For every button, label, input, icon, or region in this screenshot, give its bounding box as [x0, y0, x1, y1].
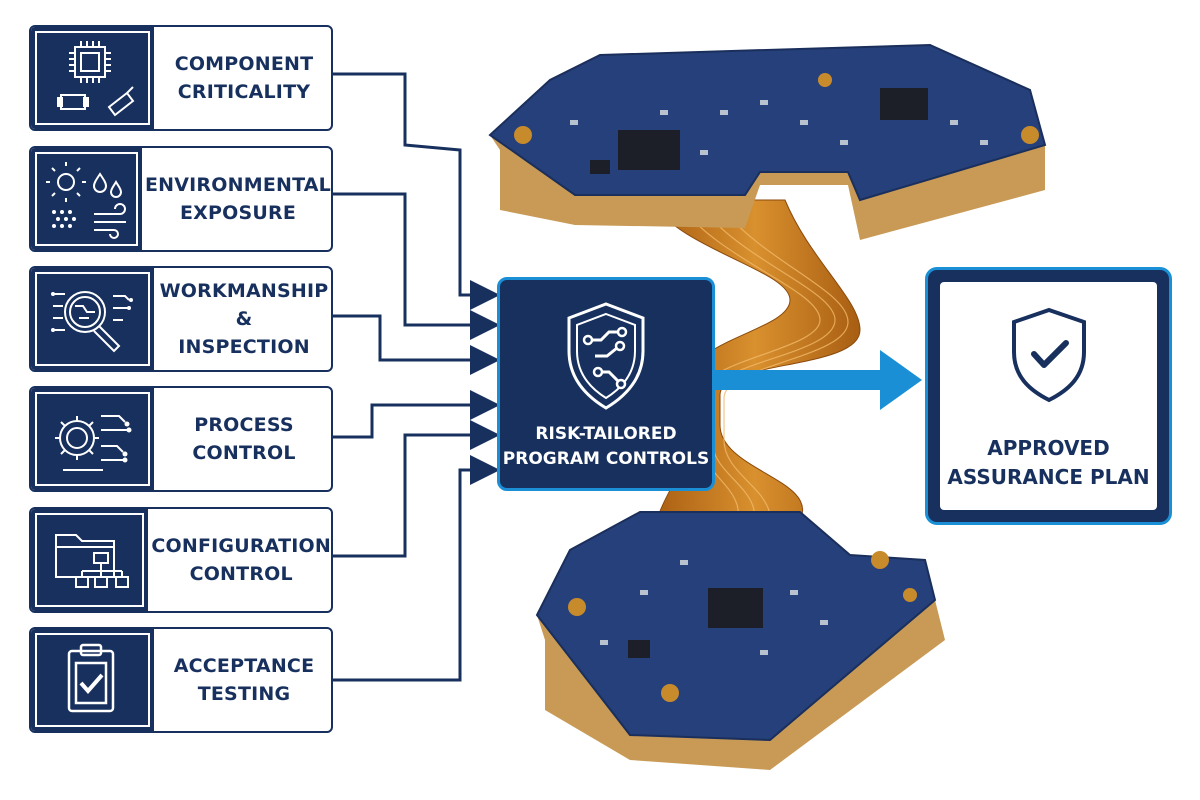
chip — [590, 160, 610, 174]
factor-label: ACCEPTANCE TESTING — [157, 629, 331, 731]
chip — [880, 88, 928, 120]
factor-box-process-control: PROCESS CONTROL — [29, 386, 333, 492]
result-box-approved-plan: APPROVED ASSURANCE PLAN — [925, 267, 1172, 525]
circuit-shield-icon — [567, 302, 645, 410]
magnifier-icon — [31, 268, 157, 370]
factor-box-workmanship-inspection: WORKMANSHIP & INSPECTION — [29, 266, 333, 372]
factor-box-acceptance-testing: ACCEPTANCE TESTING — [29, 627, 333, 733]
shield-check-icon — [1011, 307, 1086, 403]
chip — [618, 130, 680, 170]
factor-label-line1: PROCESS — [194, 414, 294, 436]
center-label-line2: PROGRAM CONTROLS — [502, 449, 710, 469]
folder-tree-icon — [31, 509, 152, 611]
factor-label: ENVIRONMENTAL EXPOSURE — [145, 148, 331, 250]
factor-label-line1: ENVIRONMENTAL — [144, 174, 331, 196]
factor-label-line2: TESTING — [197, 683, 291, 705]
factor-box-configuration-control: CONFIGURATION CONTROL — [29, 507, 333, 613]
factor-label-line1: WORKMANSHIP & — [159, 280, 329, 330]
chip — [628, 640, 650, 658]
clipboard-check-icon — [31, 629, 157, 731]
chip — [708, 588, 763, 628]
factor-label: WORKMANSHIP & INSPECTION — [157, 268, 331, 370]
factor-label: PROCESS CONTROL — [157, 388, 331, 490]
connector-lines — [333, 72, 500, 682]
factor-label-line2: CONTROL — [189, 563, 293, 585]
weather-icon — [31, 148, 145, 250]
factor-box-environmental-exposure: ENVIRONMENTAL EXPOSURE — [29, 146, 333, 252]
factor-label-line1: CONFIGURATION — [151, 535, 331, 557]
factor-label-line2: EXPOSURE — [179, 202, 296, 224]
result-label-line2: ASSURANCE PLAN — [947, 465, 1150, 489]
gear-icon — [31, 388, 157, 490]
factor-box-component-criticality: COMPONENT CRITICALITY — [29, 25, 333, 131]
factor-label-line1: COMPONENT — [174, 53, 314, 75]
center-label-line1: RISK-TAILORED — [535, 424, 677, 444]
factor-label: COMPONENT CRITICALITY — [157, 27, 331, 129]
factor-label-line1: ACCEPTANCE — [173, 655, 315, 677]
result-label-line1: APPROVED — [987, 436, 1110, 460]
factor-label-line2: INSPECTION — [178, 336, 310, 358]
factor-label-line2: CRITICALITY — [177, 81, 311, 103]
result-panel: APPROVED ASSURANCE PLAN — [940, 282, 1157, 510]
factor-label: CONFIGURATION CONTROL — [151, 509, 331, 611]
output-arrow — [715, 350, 922, 410]
center-box-risk-tailored: RISK-TAILORED PROGRAM CONTROLS — [497, 277, 715, 491]
factor-label-line2: CONTROL — [192, 442, 296, 464]
microchip-icon — [31, 27, 157, 129]
